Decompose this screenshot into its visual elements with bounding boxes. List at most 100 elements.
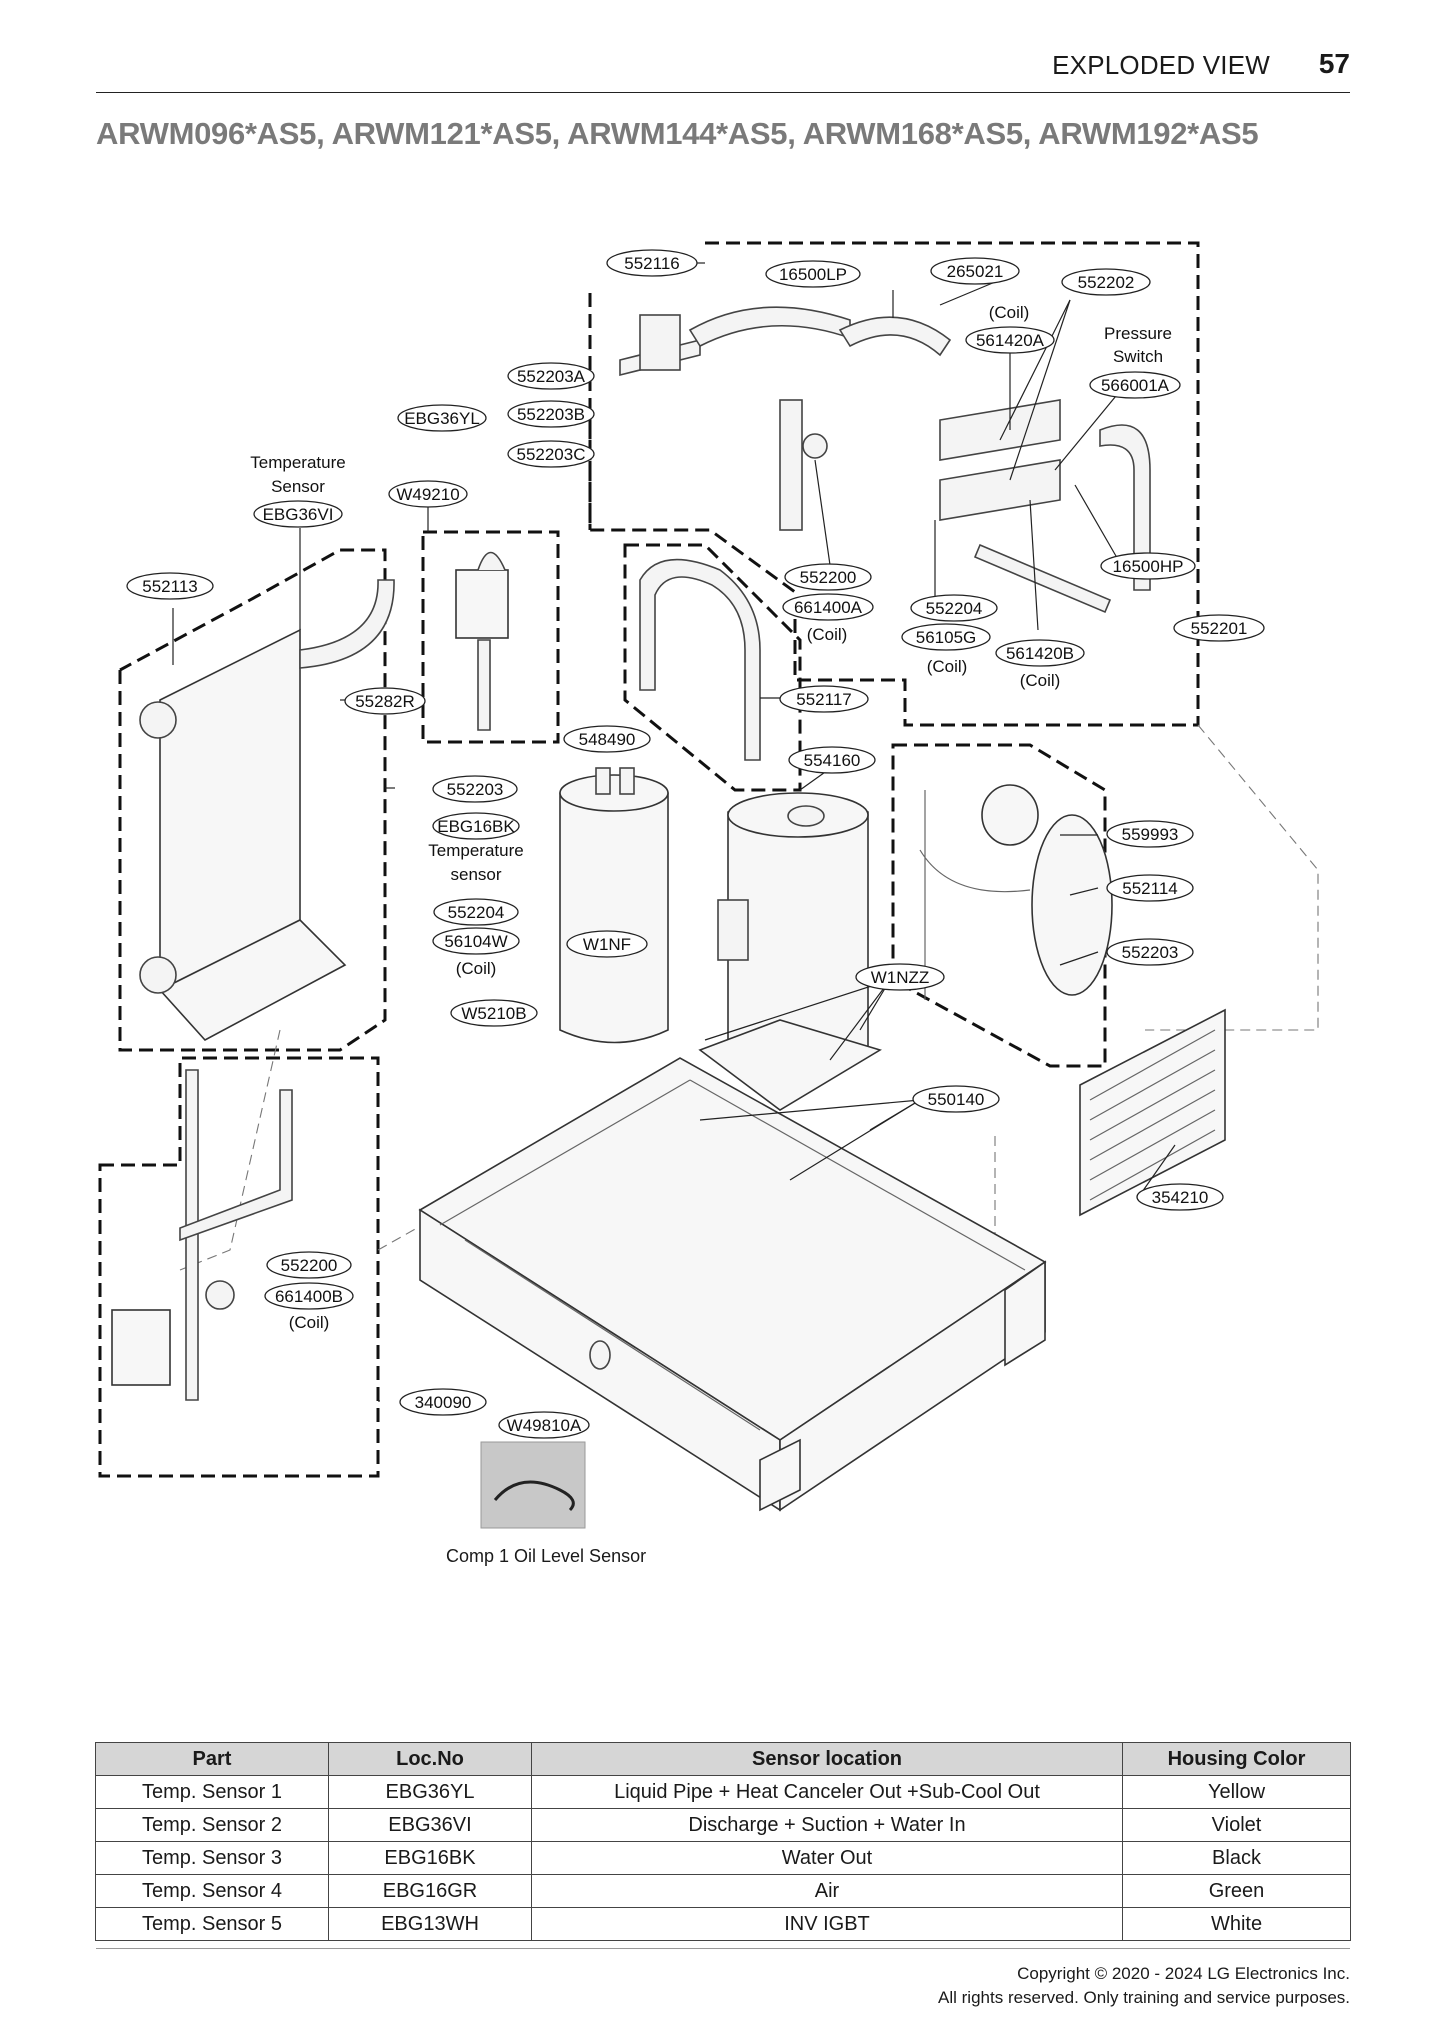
cell-part: Temp. Sensor 4 bbox=[95, 1874, 329, 1908]
callout-340090: 340090 bbox=[399, 1388, 487, 1416]
svg-text:661400B: 661400B bbox=[275, 1287, 343, 1306]
exploded-view-diagram: 552116 16500LP 265021 552202 (Coil) 5614… bbox=[98, 241, 1319, 1529]
callout-661400b: 661400B bbox=[264, 1282, 354, 1310]
svg-text:552203: 552203 bbox=[1122, 943, 1179, 962]
callout-354210: 354210 bbox=[1136, 1183, 1224, 1211]
boundary-accumulator bbox=[891, 743, 1107, 1068]
callout-561420b: 561420B bbox=[995, 639, 1085, 667]
model-title: ARWM096*AS5, ARWM121*AS5, ARWM144*AS5, A… bbox=[96, 116, 1259, 151]
callout-552204-b: 552204 bbox=[433, 898, 519, 926]
callout-552113: 552113 bbox=[126, 572, 214, 600]
leader-lines bbox=[172, 262, 1176, 1402]
cell-part: Temp. Sensor 1 bbox=[95, 1775, 329, 1809]
base-frame bbox=[418, 1057, 1047, 1512]
col-sensor-location: Sensor location bbox=[531, 1742, 1123, 1776]
svg-text:552200: 552200 bbox=[281, 1256, 338, 1275]
lower-left-module bbox=[111, 1069, 293, 1401]
table-header-row: Part Loc.No Sensor location Housing Colo… bbox=[95, 1742, 1351, 1776]
cell-housing-color: White bbox=[1122, 1907, 1351, 1941]
svg-text:552116: 552116 bbox=[624, 254, 679, 273]
svg-text:566001A: 566001A bbox=[1101, 376, 1170, 395]
callout-56104w: 56104W bbox=[432, 927, 520, 955]
svg-text:552203: 552203 bbox=[447, 780, 504, 799]
callout-566001a: 566001A bbox=[1089, 371, 1181, 399]
callout-552201: 552201 bbox=[1173, 614, 1265, 642]
svg-text:W49810A: W49810A bbox=[507, 1416, 582, 1435]
cell-sensor-location: Air bbox=[531, 1874, 1123, 1908]
col-loc-no: Loc.No bbox=[328, 1742, 532, 1776]
copyright-line-1: Copyright © 2020 - 2024 LG Electronics I… bbox=[1017, 1964, 1350, 1983]
sensor-bracket bbox=[455, 551, 509, 731]
valve-assembly bbox=[619, 306, 1151, 614]
svg-text:552114: 552114 bbox=[1122, 879, 1177, 898]
callout-552200-b: 552200 bbox=[266, 1251, 352, 1279]
callout-ebg36yl: EBG36YL bbox=[397, 404, 487, 432]
table-row: Temp. Sensor 2 EBG36VI Discharge + Sucti… bbox=[95, 1808, 1351, 1842]
callout-w5210b: W5210B bbox=[450, 999, 538, 1027]
svg-text:EBG16BK: EBG16BK bbox=[437, 817, 515, 836]
callout-56105g: 56105G bbox=[901, 623, 991, 651]
footer-divider bbox=[96, 1948, 1350, 1949]
svg-text:550140: 550140 bbox=[928, 1090, 985, 1109]
callout-w1nf: W1NF bbox=[566, 930, 648, 958]
oil-level-sensor-photo bbox=[480, 1441, 586, 1529]
callout-552202: 552202 bbox=[1061, 268, 1151, 296]
switch-label: Switch bbox=[1113, 347, 1163, 366]
callout-16500lp: 16500LP bbox=[765, 260, 861, 288]
svg-text:552202: 552202 bbox=[1078, 273, 1135, 292]
callout-55282r: 55282R bbox=[344, 687, 426, 715]
svg-text:552201: 552201 bbox=[1191, 619, 1248, 638]
svg-text:552117: 552117 bbox=[796, 690, 851, 709]
boundary-lower-left bbox=[98, 1056, 380, 1478]
svg-text:W1NZZ: W1NZZ bbox=[871, 968, 930, 987]
copyright: Copyright © 2020 - 2024 LG Electronics I… bbox=[938, 1962, 1350, 2010]
svg-text:354210: 354210 bbox=[1152, 1188, 1209, 1207]
photo-caption: Comp 1 Oil Level Sensor bbox=[446, 1546, 647, 1566]
callout-16500hp: 16500HP bbox=[1100, 552, 1196, 580]
temperature-label-2: Temperature bbox=[428, 841, 523, 860]
coil-label-d: (Coil) bbox=[1020, 671, 1061, 690]
callout-552114: 552114 bbox=[1106, 874, 1194, 902]
boundary-valve-assembly bbox=[588, 241, 1200, 727]
svg-text:265021: 265021 bbox=[947, 262, 1004, 281]
callout-ebg36vi: EBG36VI bbox=[253, 500, 343, 528]
cell-sensor-location: Discharge + Suction + Water In bbox=[531, 1808, 1123, 1842]
ghost-line-right bbox=[1145, 724, 1319, 1031]
callout-552204-a: 552204 bbox=[910, 594, 998, 622]
callout-552203-d: 552203 bbox=[1106, 938, 1194, 966]
sensor-label-1: Sensor bbox=[271, 477, 325, 496]
cell-part: Temp. Sensor 5 bbox=[95, 1907, 329, 1941]
page-header: EXPLODED VIEW 57 bbox=[96, 44, 1350, 93]
table-row: Temp. Sensor 1 EBG36YL Liquid Pipe + Hea… bbox=[95, 1775, 1351, 1809]
coil-label-c: (Coil) bbox=[927, 657, 968, 676]
cell-housing-color: Black bbox=[1122, 1841, 1351, 1875]
sensor-table: Part Loc.No Sensor location Housing Colo… bbox=[95, 1742, 1351, 1941]
cell-loc-no: EBG13WH bbox=[328, 1907, 532, 1941]
callout-552200-a: 552200 bbox=[784, 563, 872, 591]
svg-text:340090: 340090 bbox=[415, 1393, 472, 1412]
coil-label-b: (Coil) bbox=[807, 625, 848, 644]
callout-554160: 554160 bbox=[788, 746, 876, 774]
callout-552203: 552203 bbox=[432, 775, 518, 803]
page-number: 57 bbox=[1318, 48, 1350, 79]
callout-552203c: 552203C bbox=[507, 440, 595, 468]
table-row: Temp. Sensor 3 EBG16BK Water Out Black bbox=[95, 1841, 1351, 1875]
cell-sensor-location: Water Out bbox=[531, 1841, 1123, 1875]
svg-text:559993: 559993 bbox=[1122, 825, 1179, 844]
svg-text:552113: 552113 bbox=[142, 577, 197, 596]
heat-exchanger bbox=[139, 579, 395, 1042]
table-row: Temp. Sensor 4 EBG16GR Air Green bbox=[95, 1874, 1351, 1908]
cell-housing-color: Green bbox=[1122, 1874, 1351, 1908]
svg-text:16500HP: 16500HP bbox=[1113, 557, 1184, 576]
svg-text:W5210B: W5210B bbox=[461, 1004, 526, 1023]
callout-w49810a: W49810A bbox=[498, 1411, 590, 1439]
svg-text:EBG36YL: EBG36YL bbox=[404, 409, 480, 428]
svg-text:W49210: W49210 bbox=[396, 485, 459, 504]
callout-265021: 265021 bbox=[930, 257, 1020, 285]
col-part: Part bbox=[95, 1742, 329, 1776]
copyright-line-2: All rights reserved. Only training and s… bbox=[938, 1988, 1350, 2007]
svg-text:EBG36VI: EBG36VI bbox=[263, 505, 334, 524]
callout-ebg16bk: EBG16BK bbox=[432, 812, 520, 840]
callout-561420a: 561420A bbox=[965, 326, 1055, 354]
receiver-tank bbox=[559, 767, 669, 1044]
